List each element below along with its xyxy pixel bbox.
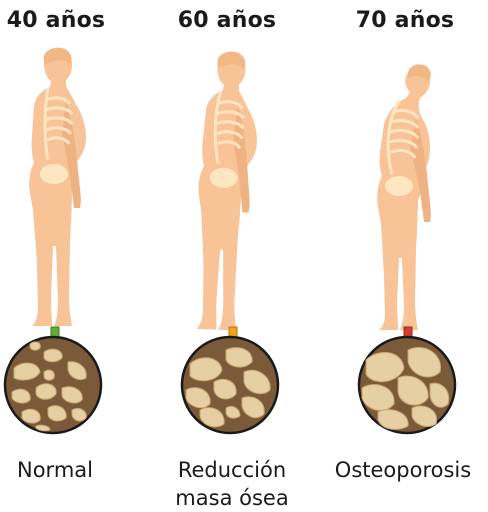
caption-osteoporosis-line1: Osteoporosis [318, 456, 488, 484]
caption-reduced-line2: masa ósea [147, 484, 317, 512]
bone-section-osteoporosis [359, 337, 455, 433]
pelvis [385, 176, 413, 196]
figure-60-years [194, 51, 260, 331]
pelvis [40, 164, 68, 184]
caption-normal: Normal [0, 456, 140, 484]
caption-reduced-line1: Reducción [147, 456, 317, 484]
bone-section-reduced [182, 337, 278, 433]
caption-osteoporosis: Osteoporosis [318, 456, 488, 484]
caption-normal-line1: Normal [0, 456, 140, 484]
figure-40-years [29, 48, 86, 326]
figure-70-years [377, 64, 431, 330]
caption-reduced: Reducción masa ósea [147, 456, 317, 512]
bone-section-normal [5, 337, 101, 433]
